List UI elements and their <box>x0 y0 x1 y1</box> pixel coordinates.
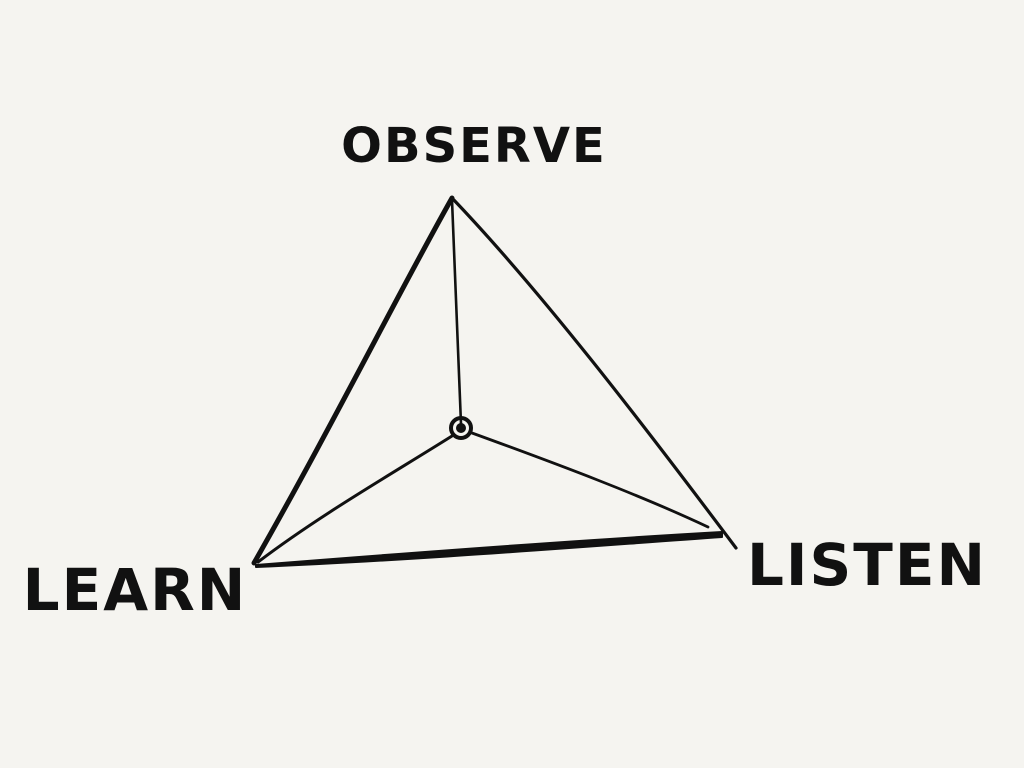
edge-observe-learn <box>251 195 455 566</box>
spoke-to-observe <box>450 198 463 426</box>
label-observe: OBSERVE <box>341 118 607 174</box>
edge-learn-listen <box>255 531 723 568</box>
spoke-to-learn <box>256 434 454 564</box>
edge-observe-listen <box>450 196 738 550</box>
label-listen: LISTEN <box>747 531 987 599</box>
center-node-fill <box>456 423 466 433</box>
spoke-to-listen <box>470 431 710 529</box>
label-learn: LEARN <box>23 556 248 624</box>
center-node <box>449 416 473 440</box>
